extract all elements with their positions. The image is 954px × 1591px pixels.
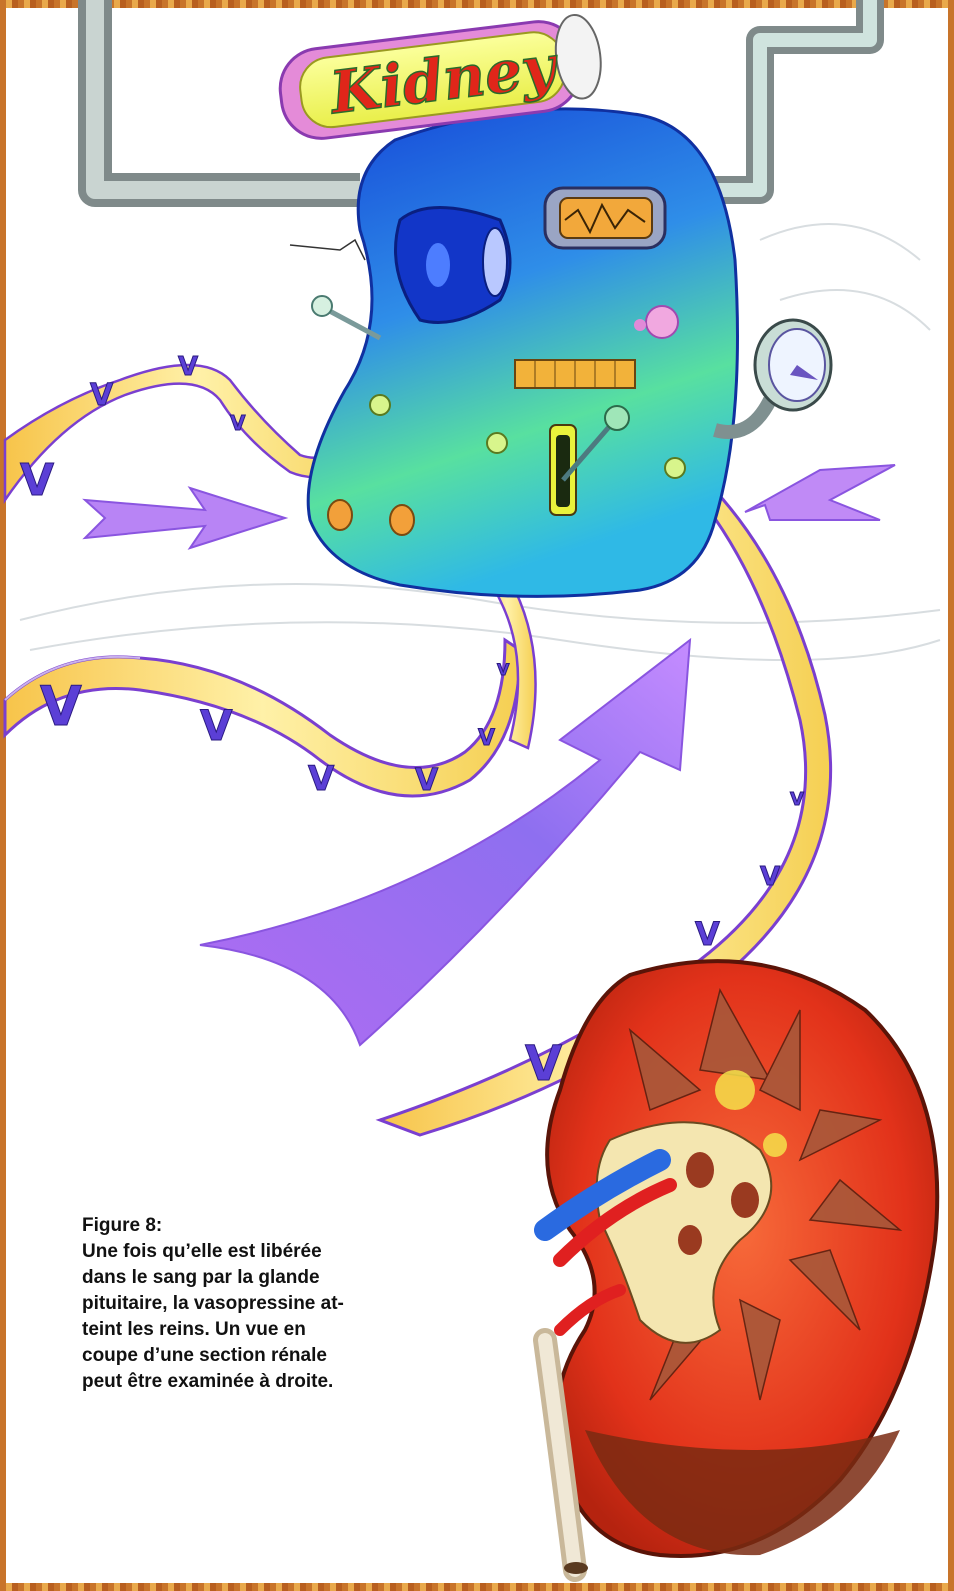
v-marker: V (308, 759, 335, 799)
kidney-cross-section (545, 961, 937, 1574)
v-marker: V (478, 726, 495, 751)
purple-arrow-right (745, 465, 895, 520)
connector-middle (487, 433, 507, 453)
caption-title: Figure 8: (82, 1213, 402, 1239)
caption-line: Une fois qu’elle est libérée (82, 1239, 402, 1265)
v-marker: V (415, 763, 439, 798)
caption-line: peut être examinée à droite. (82, 1369, 402, 1395)
keypad (515, 360, 635, 388)
v-marker: V (790, 789, 804, 810)
v-marker: V (90, 378, 114, 413)
v-marker: V (230, 411, 246, 435)
v-marker: V (760, 862, 780, 892)
connector-left (370, 395, 390, 415)
v-marker: V (695, 915, 720, 953)
caption-line: coupe d’une section rénale (82, 1343, 402, 1369)
figure-caption: Figure 8: Une fois qu’elle est libérée d… (82, 1213, 402, 1395)
heartbeat-monitor (545, 188, 665, 248)
connector-right (665, 458, 685, 478)
v-marker: V (40, 675, 82, 738)
caption-line: pituitaire, la vasopressine at- (82, 1291, 402, 1317)
v-marker: V (20, 455, 54, 506)
ribbon-lower (5, 640, 520, 796)
caption-line: dans le sang par la glande (82, 1265, 402, 1291)
v-marker: V (497, 660, 510, 679)
purple-arrow-left (85, 488, 285, 548)
v-marker: V (525, 1036, 562, 1092)
v-marker: V (178, 352, 198, 382)
v-marker: V (200, 701, 233, 750)
caption-line: teint les reins. Un vue en (82, 1317, 402, 1343)
pink-knob (646, 306, 678, 338)
